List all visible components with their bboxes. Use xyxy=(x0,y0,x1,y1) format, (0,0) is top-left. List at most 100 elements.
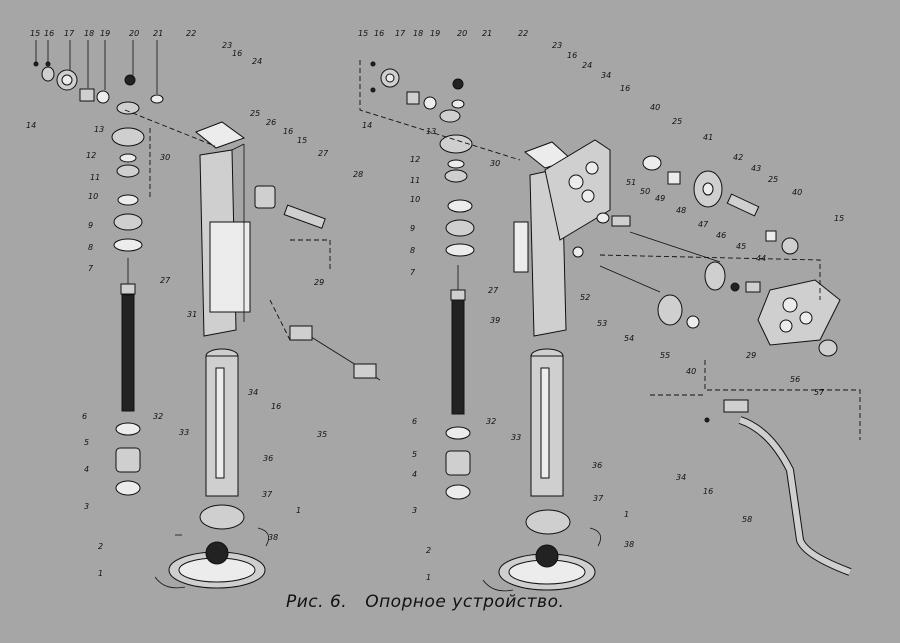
part-number: 30 xyxy=(160,153,170,162)
part-number: 24 xyxy=(582,61,592,70)
figure-caption: Рис. 6.Опорное устройство. xyxy=(286,592,564,612)
part-number: 5 xyxy=(84,438,89,447)
part-number: 23 xyxy=(222,41,232,50)
part-number: 35 xyxy=(317,430,327,439)
part-number: 3 xyxy=(412,506,417,515)
part-number: 30 xyxy=(490,159,500,168)
part-number: 27 xyxy=(160,276,171,285)
right-column xyxy=(513,139,611,337)
right-assembly xyxy=(359,60,861,592)
right-base xyxy=(482,527,602,592)
part-number: 23 xyxy=(552,41,562,50)
right-lead-screw xyxy=(445,265,471,500)
part-number: 6 xyxy=(412,417,417,426)
part-number: 16 xyxy=(44,29,54,38)
part-number: 1 xyxy=(98,569,103,578)
part-number: 32 xyxy=(153,412,163,421)
part-number: 7 xyxy=(410,268,416,277)
part-number: 19 xyxy=(430,29,440,38)
part-number: 54 xyxy=(624,334,634,343)
part-number: 12 xyxy=(410,155,420,164)
left-lead-screw xyxy=(115,258,141,496)
left-crank xyxy=(254,185,381,381)
part-number: 15 xyxy=(834,214,844,223)
part-number: 2 xyxy=(426,546,431,555)
part-number: 29 xyxy=(746,351,756,360)
part-number: 34 xyxy=(601,71,611,80)
part-number: 25 xyxy=(768,175,778,184)
left-base xyxy=(154,527,270,589)
part-number: 6 xyxy=(82,412,87,421)
part-number: 17 xyxy=(64,29,75,38)
part-number: 16 xyxy=(620,84,630,93)
part-number: 21 xyxy=(482,29,492,38)
part-number: 27 xyxy=(488,286,499,295)
part-number: 4 xyxy=(412,470,417,479)
part-number: 43 xyxy=(751,164,761,173)
part-number: 34 xyxy=(676,473,686,482)
part-number: 8 xyxy=(88,243,93,252)
part-number: 11 xyxy=(410,176,420,185)
part-number: 5 xyxy=(412,450,417,459)
part-number: 19 xyxy=(100,29,110,38)
left-assembly xyxy=(33,40,381,589)
part-number: 8 xyxy=(410,246,415,255)
part-number: 29 xyxy=(314,278,324,287)
part-number: 26 xyxy=(266,118,276,127)
part-number: 12 xyxy=(86,151,96,160)
part-number: 31 xyxy=(187,310,197,319)
left-sleeve xyxy=(199,348,245,530)
part-number: 58 xyxy=(742,515,752,524)
left-part-labels: 15 16 17 18 19 20 21 22 23 16 24 14 13 1… xyxy=(26,29,363,578)
part-number: 20 xyxy=(129,29,139,38)
part-number: 44 xyxy=(756,254,766,263)
part-number: 32 xyxy=(486,417,496,426)
left-column xyxy=(195,121,251,337)
part-number: 14 xyxy=(26,121,36,130)
part-number: 53 xyxy=(597,319,607,328)
part-number: 34 xyxy=(248,388,258,397)
part-number: 25 xyxy=(672,117,682,126)
part-number: 20 xyxy=(457,29,467,38)
part-number: 13 xyxy=(94,125,104,134)
part-number: 22 xyxy=(518,29,528,38)
part-number: 55 xyxy=(660,351,670,360)
part-number: 15 xyxy=(297,136,307,145)
part-number: 56 xyxy=(790,375,800,384)
part-number: 21 xyxy=(153,29,163,38)
right-crank xyxy=(704,399,852,576)
part-number: 2 xyxy=(98,542,103,551)
part-number: 15 xyxy=(358,29,368,38)
part-number: 45 xyxy=(736,242,746,251)
part-number: 25 xyxy=(250,109,260,118)
part-number: 40 xyxy=(792,188,802,197)
part-number: 48 xyxy=(676,206,686,215)
part-number: 33 xyxy=(511,433,521,442)
part-number: 1 xyxy=(624,510,629,519)
part-number: 42 xyxy=(733,153,743,162)
part-number: 16 xyxy=(232,49,242,58)
right-gearbox xyxy=(572,155,841,357)
part-number: 13 xyxy=(426,127,436,136)
part-number: 57 xyxy=(814,388,825,397)
part-number: 14 xyxy=(362,121,372,130)
part-number: 47 xyxy=(698,220,709,229)
part-number: 52 xyxy=(580,293,590,302)
part-number: 16 xyxy=(703,487,713,496)
right-sleeve xyxy=(525,348,571,535)
part-number: 37 xyxy=(593,494,604,503)
part-number: 18 xyxy=(413,29,423,38)
part-number: 24 xyxy=(252,57,262,66)
part-number: 7 xyxy=(88,264,94,273)
part-number: 9 xyxy=(410,224,415,233)
part-number: 11 xyxy=(90,173,100,182)
figure-title: Опорное устройство. xyxy=(365,592,565,612)
part-number: 36 xyxy=(263,454,273,463)
part-number: 22 xyxy=(186,29,196,38)
part-number: 27 xyxy=(318,149,329,158)
part-number: 10 xyxy=(88,192,98,201)
part-number: 16 xyxy=(283,127,293,136)
part-number: 33 xyxy=(179,428,189,437)
part-number: 10 xyxy=(410,195,420,204)
